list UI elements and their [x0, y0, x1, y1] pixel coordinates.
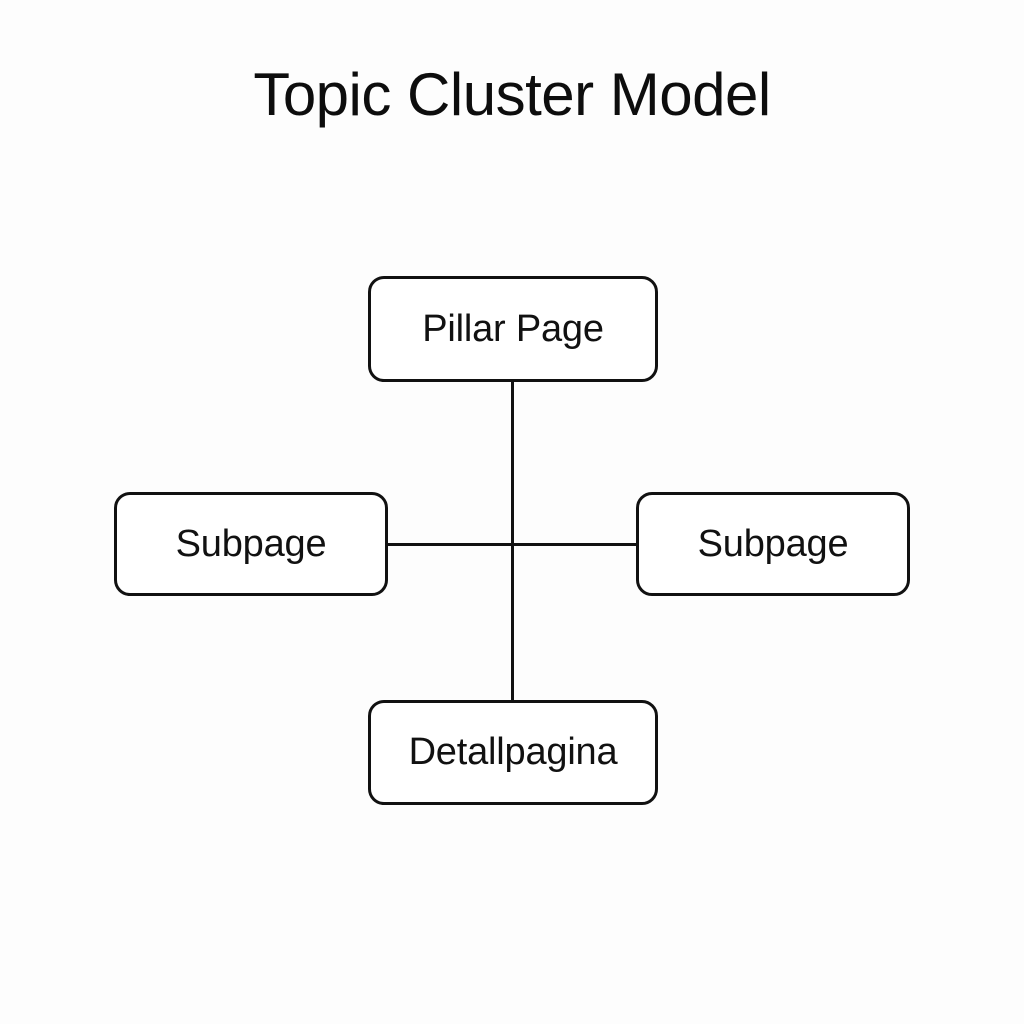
node-pillar-page[interactable]: Pillar Page: [368, 276, 658, 382]
connector-center-to-detail: [511, 545, 514, 702]
node-subpage-left-label: Subpage: [175, 522, 327, 565]
connector-pillar-to-center: [511, 381, 514, 547]
node-subpage-right[interactable]: Subpage: [636, 492, 910, 596]
node-detallpagina[interactable]: Detallpagina: [368, 700, 658, 805]
connector-subpage-left-to-center: [387, 543, 513, 546]
page-title: Topic Cluster Model: [253, 61, 771, 128]
connector-center-to-subpage-right: [511, 543, 638, 546]
node-subpage-left[interactable]: Subpage: [114, 492, 388, 596]
node-subpage-right-label: Subpage: [697, 522, 849, 565]
node-detallpagina-label: Detallpagina: [408, 731, 618, 773]
node-pillar-page-label: Pillar Page: [422, 307, 604, 350]
